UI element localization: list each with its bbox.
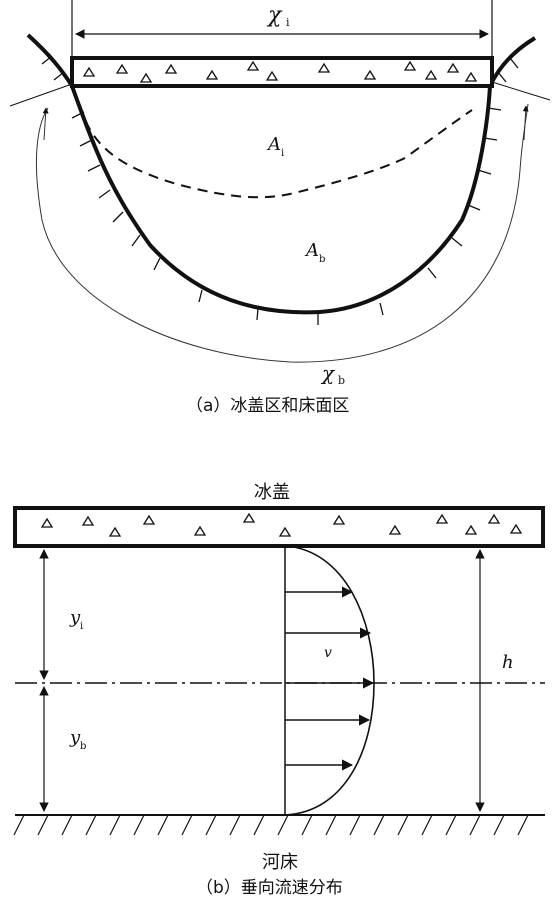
ice-triangles-a <box>82 60 478 83</box>
chi-b-arrow-right <box>522 105 529 141</box>
A-b-label: A <box>304 240 319 261</box>
bed-hatch-ticks <box>41 55 519 325</box>
right-surface-line <box>491 81 551 101</box>
chi-i-dimension: χ i <box>71 0 493 58</box>
A-i-subscript: i <box>281 148 284 159</box>
h-label: h <box>502 652 514 673</box>
riverbed-label: 河床 <box>262 852 298 873</box>
velocity-arrows <box>285 586 375 771</box>
panel-a: χ i <box>9 0 551 416</box>
chi-i-label: χ <box>266 3 283 28</box>
velocity-profile-curve <box>284 545 375 816</box>
zone-division-dashed-line <box>79 104 473 199</box>
riverbed-hatching <box>13 814 529 836</box>
y-i-label: y <box>69 607 81 628</box>
caption-a: （a）冰盖区和床面区 <box>186 396 349 416</box>
ice-triangles-b <box>40 512 523 537</box>
chi-b-subscript: b <box>338 374 345 387</box>
y-b-subscript: b <box>80 741 86 752</box>
caption-b: （b）垂向流速分布 <box>196 878 343 898</box>
y-i-subscript: i <box>80 621 83 632</box>
chi-b-arrow-left <box>42 107 49 141</box>
v-label: v <box>324 645 332 661</box>
left-surface-line <box>9 83 73 107</box>
A-i-label: A <box>266 134 281 155</box>
ice-cover-label: 冰盖 <box>254 482 290 503</box>
ice-cover-a <box>70 56 494 88</box>
panel-b: 冰盖 <box>13 482 545 898</box>
y-b-label: y <box>69 727 81 748</box>
A-b-subscript: b <box>319 254 325 265</box>
chi-i-subscript: i <box>286 16 290 29</box>
chi-b-label: χ <box>320 361 336 385</box>
ice-cover-b <box>13 506 545 548</box>
